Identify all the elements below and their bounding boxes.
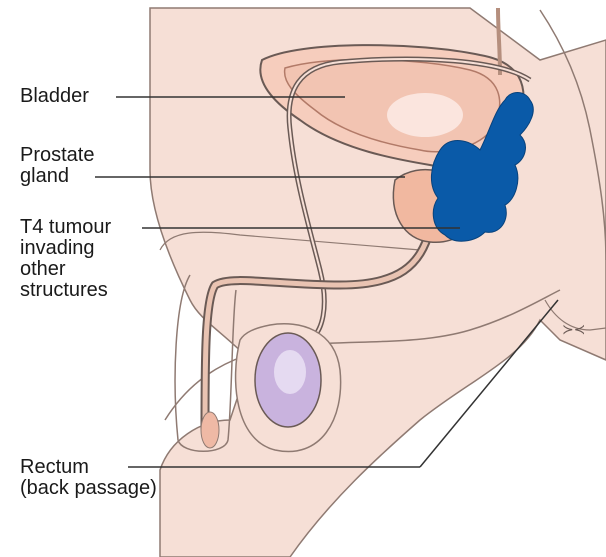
prostate-label-line2: gland xyxy=(20,166,94,187)
tumour-label-line2: invading xyxy=(20,238,111,259)
label-tumour: T4 tumour invading other structures xyxy=(20,217,111,301)
tumour-label-line1: T4 tumour xyxy=(20,217,111,238)
label-prostate: Prostate gland xyxy=(20,145,94,187)
rectum-label-line1: Rectum xyxy=(20,457,157,478)
prostate-label-line1: Prostate xyxy=(20,145,94,166)
label-bladder: Bladder xyxy=(20,86,89,107)
tumour-label-line4: structures xyxy=(20,280,111,301)
bladder-highlight xyxy=(387,93,463,137)
label-rectum: Rectum (back passage) xyxy=(20,457,157,499)
testis-highlight xyxy=(274,350,306,394)
glans xyxy=(201,412,219,448)
tumour-label-line3: other xyxy=(20,259,111,280)
rectum-label-line2: (back passage) xyxy=(20,478,157,499)
bladder-label-text: Bladder xyxy=(20,86,89,107)
ureter xyxy=(498,8,500,75)
anus-mark: ≻≺ xyxy=(562,322,585,338)
